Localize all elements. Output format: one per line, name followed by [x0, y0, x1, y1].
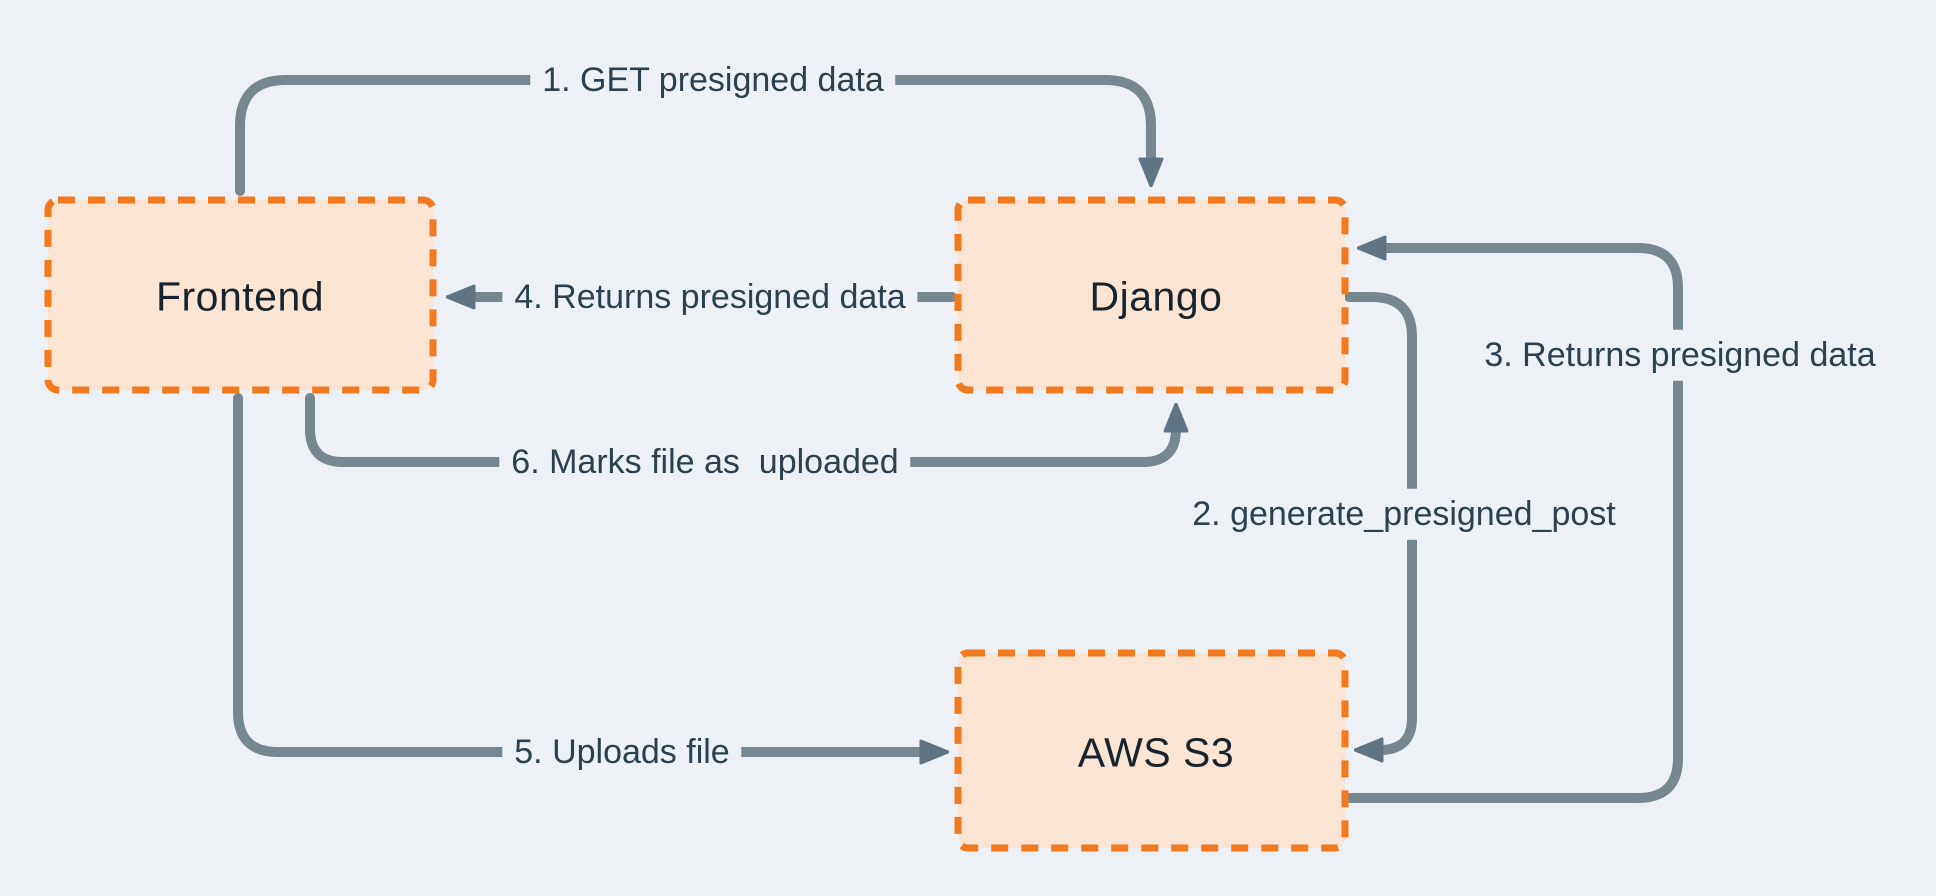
- edge-label-1-get-presigned-data: 1. GET presigned data: [530, 54, 896, 106]
- edge-label-3-returns-presigned-data: 3. Returns presigned data: [1472, 329, 1888, 381]
- edge-label-4-returns-presigned-data: 4. Returns presigned data: [502, 271, 918, 323]
- node-django-box: [954, 196, 1349, 394]
- edge-6-marks-file-uploaded: [305, 393, 1176, 467]
- node-frontend-label: Frontend: [155, 273, 325, 320]
- node-aws-s3-label: AWS S3: [1077, 729, 1235, 776]
- node-frontend-box: [44, 196, 437, 394]
- node-aws-s3-box: [954, 649, 1349, 852]
- node-boxes: [44, 196, 1349, 852]
- edge-label-6-marks-file-uploaded: 6. Marks file as uploaded: [499, 436, 911, 488]
- edge-label-2-generate-presigned-post: 2. generate_presigned_post: [1180, 488, 1628, 540]
- edge-3-returns-presigned-data: [1344, 248, 1683, 803]
- edge-label-5-uploads-file: 5. Uploads file: [502, 726, 742, 778]
- node-django-label: Django: [1089, 273, 1223, 320]
- edge-2-generate-presigned-post: [1344, 292, 1417, 750]
- edge-5-uploads-file: [233, 393, 923, 752]
